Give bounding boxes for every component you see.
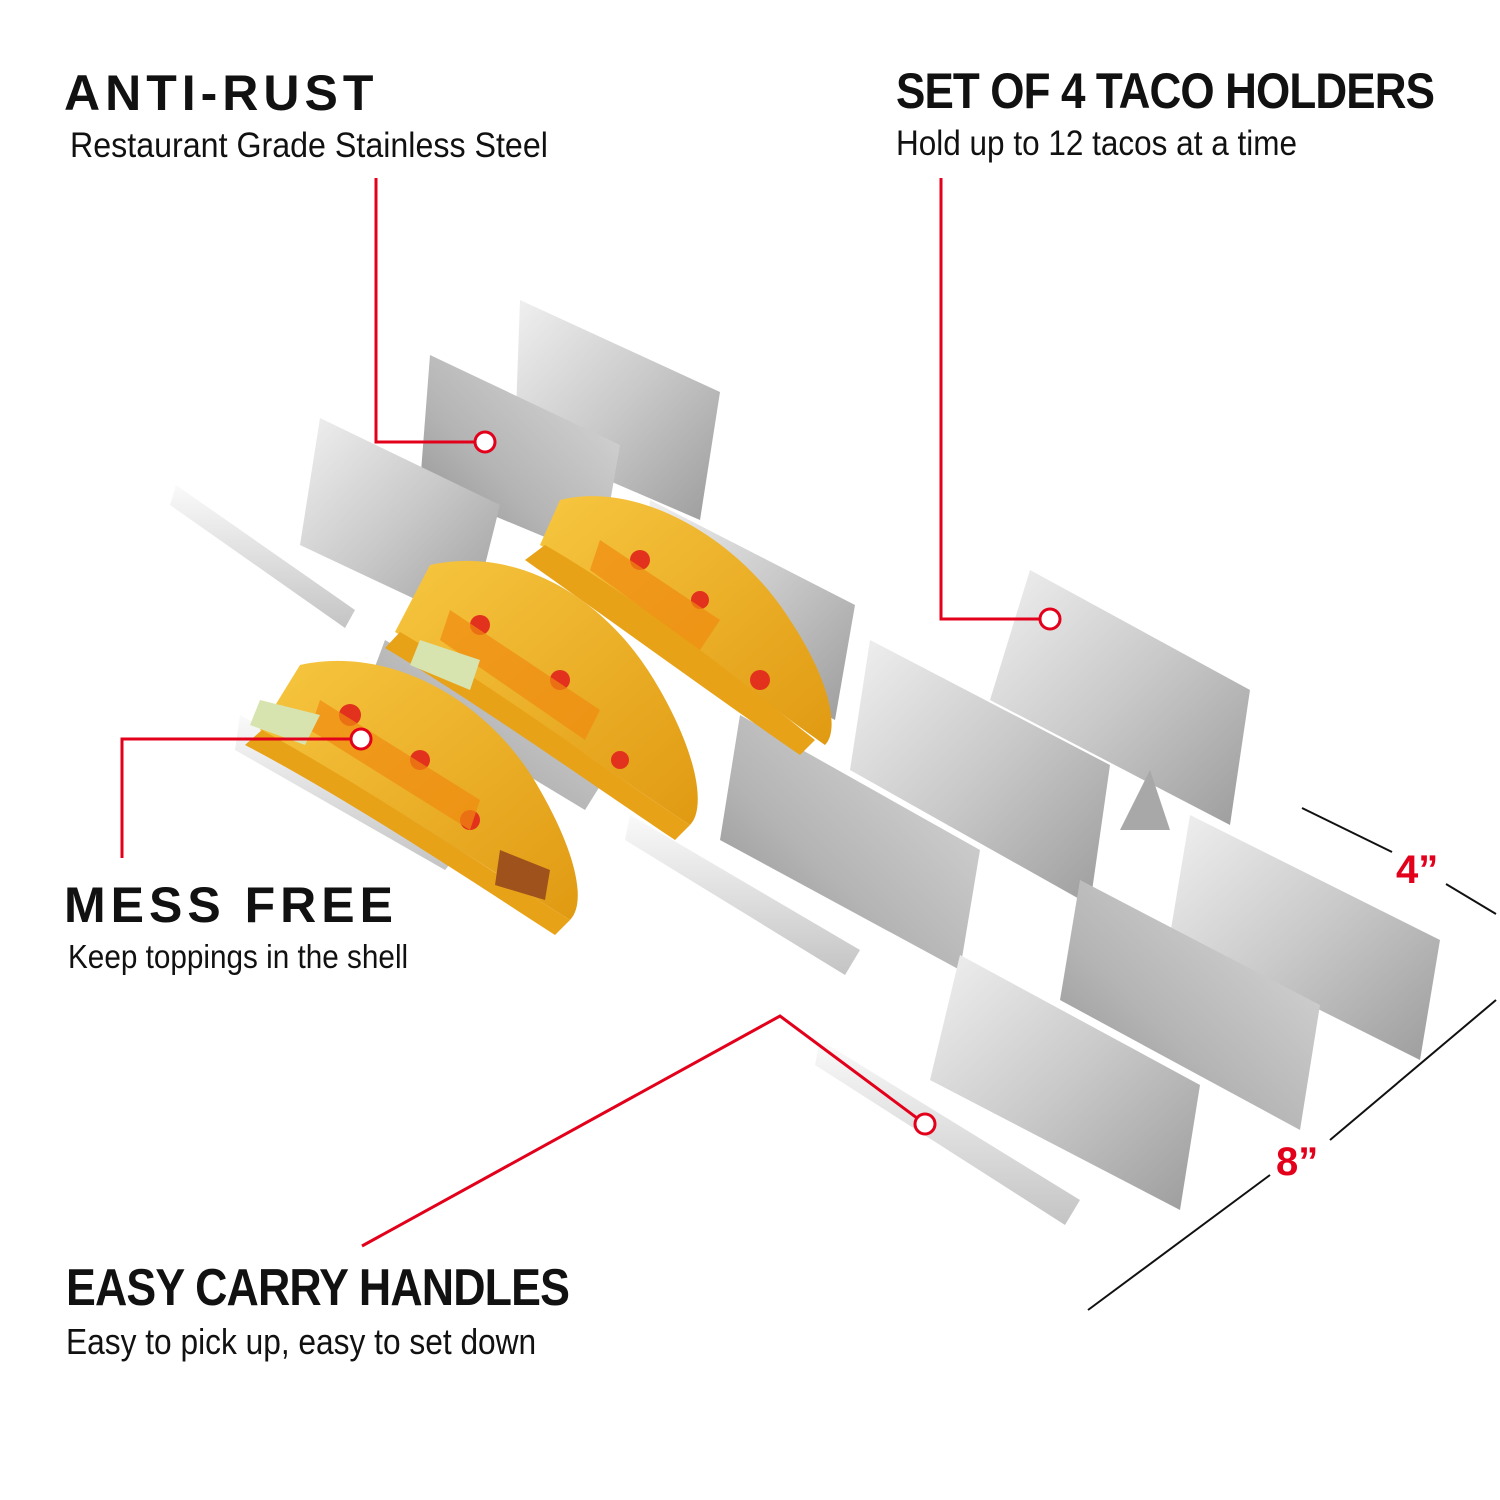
callout-mess-free: MESS FREE Keep toppings in the shell [64, 880, 446, 973]
dimension-length-label: 8” [1276, 1140, 1319, 1184]
callout-subtitle: Keep toppings in the shell [68, 938, 409, 975]
callout-subtitle: Easy to pick up, easy to set down [66, 1321, 537, 1362]
callout-title: ANTI-RUST [64, 65, 379, 121]
callout-subtitle: Hold up to 12 tacos at a time [896, 124, 1297, 163]
taco-1 [245, 660, 578, 935]
leader-set-of-four [939, 178, 1062, 631]
callout-title: MESS FREE [64, 877, 398, 933]
leader-easy-carry [361, 1014, 937, 1248]
leader-mess-free [120, 727, 373, 858]
callout-anti-rust: ANTI-RUST Restaurant Grade Stainless Ste… [64, 68, 589, 163]
marker-dot-icon [1038, 607, 1062, 631]
marker-dot-icon [473, 430, 497, 454]
marker-dot-icon [349, 727, 373, 751]
callout-title: EASY CARRY HANDLES [66, 1259, 570, 1317]
dimension-length-line [1087, 999, 1497, 1311]
callout-set-of-four: SET OF 4 TACO HOLDERS Hold up to 12 taco… [896, 66, 1500, 161]
taco-holder-4 [815, 815, 1440, 1225]
leader-anti-rust [374, 178, 497, 454]
callout-title: SET OF 4 TACO HOLDERS [896, 63, 1435, 119]
callout-subtitle: Restaurant Grade Stainless Steel [70, 126, 548, 165]
marker-dot-icon [913, 1112, 937, 1136]
dimension-width-line [1301, 807, 1497, 915]
taco-3 [525, 496, 832, 755]
taco-2 [385, 560, 698, 840]
callout-easy-carry: EASY CARRY HANDLES Easy to pick up, easy… [66, 1262, 651, 1360]
taco-holder-3 [990, 570, 1250, 830]
dimension-width-label: 4” [1396, 848, 1439, 892]
